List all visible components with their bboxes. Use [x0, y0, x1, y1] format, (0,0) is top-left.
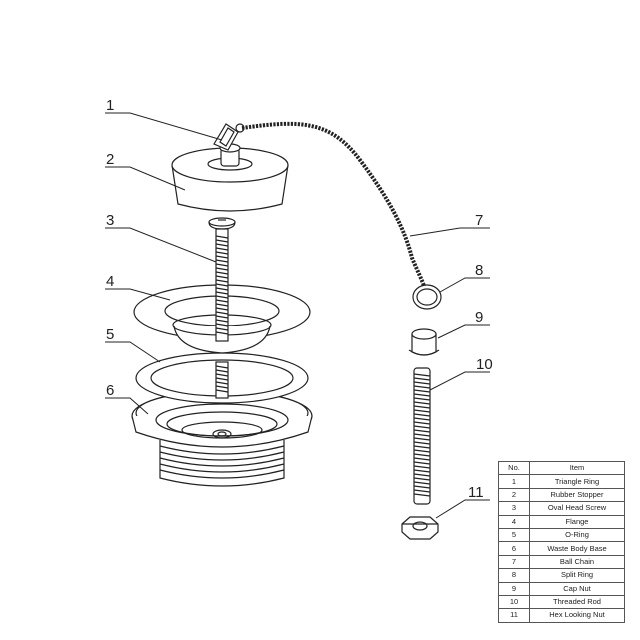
row-item: Oval Head Screw: [529, 501, 625, 516]
callout-numbers: 1 2 3 4 5 6 7 8 9 10 11: [106, 97, 493, 501]
row-item: Threaded Rod: [529, 594, 625, 610]
row-item: Waste Body Base: [529, 541, 625, 556]
header-item: Item: [529, 460, 625, 476]
callout-6: 6: [106, 382, 114, 399]
callout-11: 11: [468, 484, 484, 501]
row-no: 8: [498, 568, 530, 583]
row-no: 5: [498, 527, 530, 543]
row-item: Hex Looking Nut: [529, 608, 625, 623]
cap-nut: [408, 328, 440, 356]
oval-head-screw: [208, 217, 236, 342]
callout-5: 5: [106, 326, 114, 343]
row-no: 2: [498, 487, 530, 503]
row-item: O-Ring: [529, 527, 625, 543]
row-no: 7: [498, 554, 530, 570]
row-item: Flange: [529, 514, 625, 529]
callout-4: 4: [106, 273, 114, 290]
callout-3: 3: [106, 212, 114, 229]
callout-1: 1: [106, 97, 114, 114]
screw-lower-segment: [215, 361, 229, 399]
ball-chain: [241, 121, 426, 287]
callout-10: 10: [476, 356, 493, 373]
callout-9: 9: [475, 309, 483, 326]
row-no: 4: [498, 514, 530, 529]
row-no: 3: [498, 501, 530, 516]
hex-nut: [401, 516, 439, 540]
callout-7: 7: [475, 212, 483, 229]
waste-body-base: [131, 390, 313, 487]
row-no: 9: [498, 581, 530, 596]
row-item: Ball Chain: [529, 554, 625, 570]
table-header-row: No. Item: [498, 460, 625, 476]
header-no: No.: [498, 460, 530, 476]
callout-8: 8: [475, 262, 483, 279]
row-item: Triangle Ring: [529, 474, 625, 489]
triangle-ring: [213, 123, 245, 167]
row-no: 6: [498, 541, 530, 556]
row-item: Split Ring: [529, 568, 625, 583]
callout-2: 2: [106, 151, 114, 168]
row-item: Cap Nut: [529, 581, 625, 596]
row-no: 1: [498, 474, 530, 489]
leader-lines: [105, 112, 490, 519]
row-no: 10: [498, 594, 530, 610]
row-no: 11: [498, 608, 530, 623]
row-item: Rubber Stopper: [529, 487, 625, 503]
split-ring: [412, 284, 442, 310]
threaded-rod: [413, 367, 431, 505]
